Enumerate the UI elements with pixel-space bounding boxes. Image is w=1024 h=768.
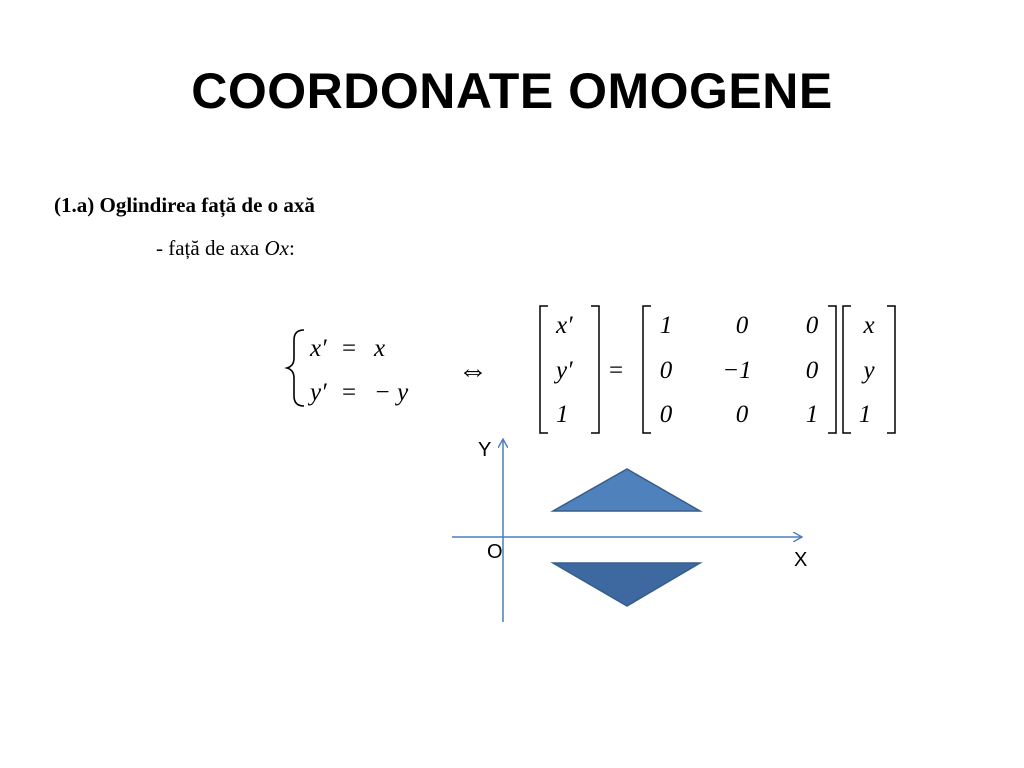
system-eq2-op: = (342, 379, 356, 406)
matrix-cell: −1 (722, 357, 751, 384)
matrix-cell: 0 (806, 357, 819, 384)
matrix-equals-sign: = (609, 357, 623, 384)
lhs-bracket-left (539, 305, 548, 434)
slide-title: COORDONATE OMOGENE (191, 63, 833, 119)
subline-axis: Ox (264, 236, 289, 260)
matrix-cell: 0 (660, 357, 673, 384)
matrix-cell: 1 (660, 312, 673, 339)
reflected-triangle (550, 562, 703, 607)
system-eq2-rhs: − y (374, 379, 409, 406)
y-axis-label: Y (478, 439, 491, 461)
matrix-cell: 0 (660, 401, 673, 428)
matrix-bracket-left (642, 305, 651, 434)
section-subtitle: (1.a) Oglindirea față de o axă (54, 193, 315, 217)
lhs-vector-entry: 1 (556, 401, 569, 428)
original-triangle (550, 468, 703, 512)
subline-prefix: - față de axa (156, 236, 265, 260)
system-brace (284, 329, 305, 407)
lhs-vector-entry: y′ (553, 357, 573, 384)
rhs-bracket-right (887, 305, 896, 434)
system-eq1-lhs: x′ (309, 335, 327, 362)
matrix-cell: 1 (806, 401, 819, 428)
axis-subline: - față de axa Ox: (156, 236, 295, 261)
origin-label: O (487, 541, 503, 563)
equivalence-symbol: ⇔ (458, 354, 488, 387)
matrix-cell: 0 (736, 401, 749, 428)
matrix-cell: 0 (736, 312, 749, 339)
x-axis-label: X (794, 549, 807, 571)
lhs-vector-entry: x′ (555, 312, 573, 339)
system-eq1-rhs: x (373, 335, 385, 362)
lhs-bracket-right (591, 305, 600, 434)
rhs-vector-entry: x (862, 312, 874, 339)
rhs-bracket-left (842, 305, 851, 434)
matrix-bracket-right (828, 305, 837, 434)
subline-suffix: : (288, 236, 295, 260)
matrix-cell: 0 (806, 312, 819, 339)
system-eq1-op: = (342, 335, 356, 362)
rhs-vector-entry: 1 (859, 401, 872, 428)
rhs-vector-entry: y (860, 357, 875, 384)
system-eq2-lhs: y′ (307, 379, 327, 406)
